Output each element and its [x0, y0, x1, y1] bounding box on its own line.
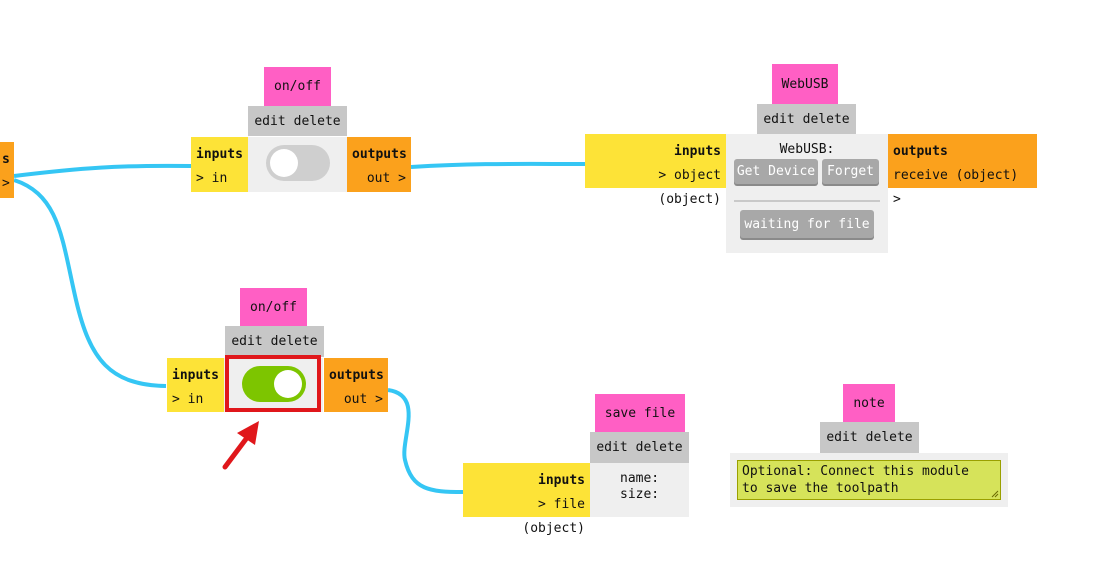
webusb-output-port[interactable]: receive (object) >	[893, 168, 1019, 207]
onoff-top-output-port[interactable]: out >	[366, 171, 406, 186]
note-delete-button[interactable]: delete	[865, 430, 913, 445]
webusb-body-label: WebUSB:	[779, 142, 835, 157]
onoff-bottom-input-port[interactable]: > in	[172, 392, 204, 407]
onoff-bottom-delete-button[interactable]: delete	[270, 334, 318, 349]
onoff-top-title-text: on/off	[274, 79, 321, 94]
forget-button[interactable]: Forget	[822, 159, 879, 184]
savefile-delete-button[interactable]: delete	[635, 440, 683, 455]
savefile-title[interactable]: save file	[595, 394, 685, 432]
onoff-top-body	[248, 137, 347, 192]
webusb-input-port[interactable]: > object (object)	[658, 168, 721, 207]
onoff-top-toggle[interactable]	[266, 145, 330, 181]
get-device-button[interactable]: Get Device	[734, 159, 818, 184]
onoff-top-delete-button[interactable]: delete	[293, 113, 341, 129]
onoff-bottom-output-port[interactable]: out >	[343, 392, 383, 407]
webusb-inputs: inputs > object (object)	[585, 134, 726, 207]
savefile-edit-bar: edit delete	[590, 432, 689, 463]
wire-onoff-top-to-webusb	[410, 161, 586, 169]
onoff-top-outputs-header: outputs	[352, 147, 407, 162]
savefile-inputs: inputs > file (object)	[463, 463, 590, 536]
onoff-top-inputs: inputs > in	[191, 137, 248, 192]
webusb-title-text: WebUSB	[781, 76, 829, 92]
onoff-top-title[interactable]: on/off	[264, 67, 331, 106]
highlight-box	[225, 355, 321, 412]
webusb-inputs-header: inputs	[674, 144, 721, 159]
onoff-bottom-toggle[interactable]	[242, 366, 306, 402]
savefile-title-text: save file	[604, 405, 676, 421]
onoff-bottom-edit-button[interactable]: edit	[231, 334, 263, 349]
note-textarea[interactable]: Optional: Connect this module to save th…	[737, 460, 1001, 500]
wire-left-to-onoff-top	[13, 163, 192, 178]
webusb-outputs-header: outputs	[893, 144, 948, 159]
note-body: Optional: Connect this module to save th…	[730, 453, 1008, 507]
webusb-edit-button[interactable]: edit	[763, 111, 795, 127]
onoff-top-outputs: outputs out >	[347, 137, 411, 192]
webusb-title[interactable]: WebUSB	[772, 64, 838, 104]
onoff-bottom-inputs-header: inputs	[172, 368, 219, 383]
onoff-bottom-title-text: on/off	[250, 299, 297, 315]
savefile-edit-button[interactable]: edit	[596, 440, 628, 455]
webusb-body: WebUSB: Get Device Forget waiting for fi…	[726, 134, 888, 253]
onoff-bottom-toggle-knob	[274, 370, 302, 398]
wire-onoff-bottom-to-savefile	[387, 388, 464, 494]
waiting-for-file-button[interactable]: waiting for file	[740, 210, 874, 238]
onoff-top-toggle-knob	[270, 149, 298, 177]
webusb-divider	[734, 200, 880, 202]
note-edit-bar: edit delete	[820, 422, 919, 453]
onoff-bottom-inputs: inputs > in	[167, 358, 224, 412]
webusb-outputs: outputs receive (object) >	[888, 134, 1037, 207]
savefile-input-port[interactable]: > file (object)	[522, 497, 585, 536]
savefile-size-label: size:	[620, 487, 660, 502]
onoff-top-edit-button[interactable]: edit	[254, 113, 286, 129]
savefile-name-label: name:	[620, 471, 660, 486]
red-arrow-icon	[222, 421, 259, 470]
onoff-bottom-body	[224, 358, 323, 412]
onoff-top-edit-bar: edit delete	[248, 106, 347, 136]
onoff-bottom-edit-bar: edit delete	[225, 326, 324, 357]
note-title[interactable]: note	[843, 384, 895, 422]
onoff-bottom-title[interactable]: on/off	[240, 288, 307, 326]
note-edit-button[interactable]: edit	[826, 430, 858, 445]
savefile-inputs-header: inputs	[538, 473, 585, 488]
onoff-top-inputs-header: inputs	[196, 147, 243, 162]
webusb-delete-button[interactable]: delete	[802, 111, 850, 127]
partial-module-outputs: s >	[0, 142, 14, 198]
onoff-bottom-outputs-header: outputs	[329, 368, 384, 383]
onoff-top-input-port[interactable]: > in	[196, 171, 228, 186]
wire-left-to-onoff-bottom	[13, 178, 167, 388]
resize-grip-icon[interactable]	[991, 490, 999, 498]
partial-module-label: s	[2, 152, 10, 167]
onoff-bottom-outputs: outputs out >	[324, 358, 388, 412]
partial-module-port[interactable]: >	[2, 176, 10, 191]
savefile-body: name: size:	[590, 463, 689, 517]
webusb-edit-bar: edit delete	[757, 104, 856, 134]
note-title-text: note	[853, 395, 885, 411]
